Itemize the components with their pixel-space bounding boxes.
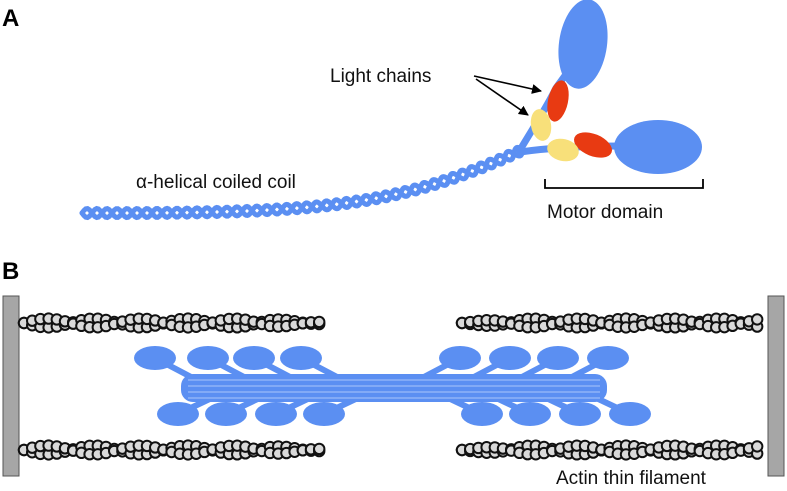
myosin-head-left-bottom (205, 402, 247, 426)
panel-b: B Actin thin filament (2, 258, 785, 489)
light-chain-red-upper (547, 80, 569, 122)
myosin-heads-right (419, 346, 651, 426)
motor-head-lower (614, 120, 702, 174)
actin-filament-top-right (455, 312, 764, 334)
myosin-head-right-bottom (609, 402, 651, 426)
actin-bead (313, 315, 326, 329)
actin-label-background (553, 463, 765, 489)
actin-filament-bottom-right (455, 439, 764, 461)
thick-filament-backbone (181, 374, 607, 402)
panel-a: A Light chains α-helical coiled coil Mot… (2, 0, 704, 223)
panel-b-letter: B (2, 258, 19, 285)
myosin-head-right-bottom (509, 402, 551, 426)
light-chain-red-lower (574, 132, 612, 158)
myosin-head-right-top (587, 346, 629, 370)
myosin-head-left-top (187, 346, 229, 370)
actin-label: Actin thin filament (556, 468, 707, 489)
z-disc-left (2, 295, 20, 477)
motor-head-upper (558, 0, 608, 89)
coiled-coil-label: α-helical coiled coil (136, 172, 296, 193)
light-chains-label: Light chains (330, 66, 431, 87)
myosin-head-left-bottom (303, 402, 345, 426)
coil-strand-2 (79, 144, 521, 221)
actin-filament-top-left (17, 312, 326, 334)
myosin-head-left-top (233, 346, 275, 370)
myosin-head-right-top (439, 346, 481, 370)
motor-domain-bracket (544, 179, 704, 189)
z-disc-right (767, 295, 785, 477)
myosin-head-left-top (134, 346, 176, 370)
myosin-head-right-bottom (461, 402, 503, 426)
actin-bead (313, 442, 326, 456)
panel-a-letter: A (2, 5, 19, 32)
coiled-coil-tail (79, 144, 525, 221)
light-chain-yellow-lower (547, 138, 579, 162)
myosin-head-left-top (280, 346, 322, 370)
myosin-thick-filament (134, 346, 651, 426)
myosin-head-right-bottom (559, 402, 601, 426)
motor-domain-label: Motor domain (547, 202, 663, 223)
light-chain-yellow-upper (530, 109, 552, 141)
actin-filament-bottom-left (17, 439, 326, 461)
myosin-head-left-bottom (157, 402, 199, 426)
light-chain-arrow-upper (473, 75, 542, 94)
myosin-head-right-top (489, 346, 531, 370)
actin-bead (751, 440, 764, 453)
light-chain-arrow-lower (475, 78, 529, 116)
myosin-head-left-bottom (255, 402, 297, 426)
myosin-head-right-top (537, 346, 579, 370)
actin-bead (751, 313, 764, 326)
